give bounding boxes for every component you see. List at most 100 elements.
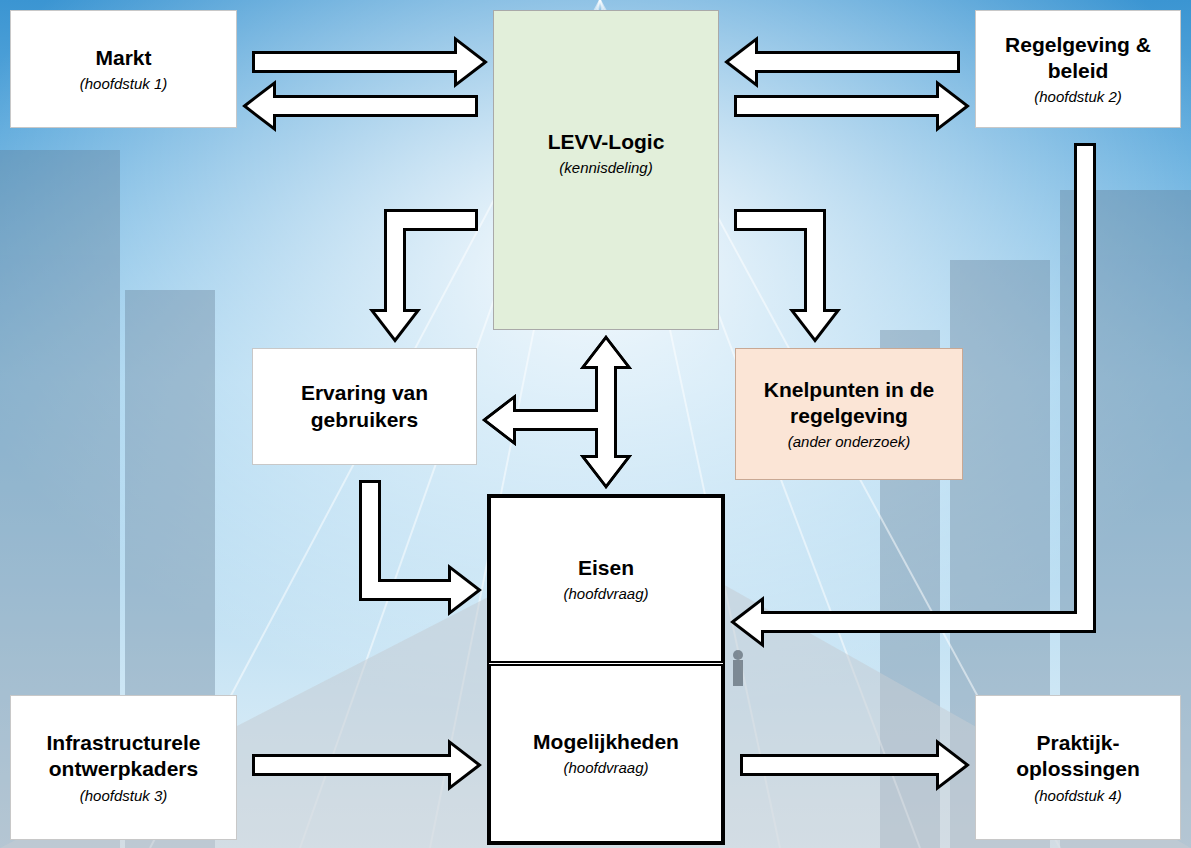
node-subtitle: (hoofdvraag) xyxy=(499,758,713,778)
arrowhead-fill xyxy=(586,458,626,484)
arrow-shaft-outline xyxy=(395,220,478,312)
arrowhead-outline xyxy=(939,745,965,785)
node-subtitle: (hoofdstuk 3) xyxy=(19,786,228,806)
arrowhead-outline xyxy=(586,458,626,484)
node-title: Eisen xyxy=(499,555,713,581)
arrow-shaft-fill xyxy=(737,98,943,114)
arrowhead-fill xyxy=(451,745,477,785)
node-title: Mogelijkheden xyxy=(499,729,713,755)
arrow-shaft-fill xyxy=(509,362,606,420)
hollow-arrow-fill xyxy=(735,146,1085,642)
walker-body xyxy=(733,660,743,686)
hollow-arrow-fill xyxy=(255,745,477,785)
hollow-arrow xyxy=(252,42,483,82)
hollow-arrow-fill xyxy=(487,400,626,484)
node-subtitle: (hoofdstuk 1) xyxy=(19,74,228,94)
node-title: LEVV-Logic xyxy=(502,129,710,155)
process-box: Regelgeving & beleid(hoofdstuk 2) xyxy=(975,10,1181,128)
arrow-shaft-outline xyxy=(370,480,451,590)
arrowhead-outline xyxy=(375,312,415,338)
arrowhead-fill xyxy=(795,312,835,338)
node-title: Regelgeving & beleid xyxy=(984,32,1172,85)
hollow-arrow xyxy=(729,42,960,82)
arrowhead-outline xyxy=(487,400,513,440)
arrowhead-outline xyxy=(939,86,965,126)
node-title: Praktijk- oplossingen xyxy=(984,730,1172,783)
node-title: Infrastructurele ontwerpkaders xyxy=(19,730,228,783)
process-box: Eisen (hoofdvraag) xyxy=(487,494,725,666)
arrow-shaft-fill xyxy=(751,54,957,70)
arrowhead-outline xyxy=(586,458,626,484)
node-title: Markt xyxy=(19,45,228,71)
hollow-arrow-fill xyxy=(255,42,483,82)
node-subtitle: (hoofdvraag) xyxy=(499,584,713,604)
process-box: Praktijk- oplossingen (hoofdstuk 4) xyxy=(975,695,1181,840)
hollow-arrow xyxy=(735,143,1085,642)
arrow-shaft-fill xyxy=(743,757,943,773)
arrowhead-fill xyxy=(939,86,965,126)
hollow-arrow xyxy=(734,86,965,126)
arrowhead-fill xyxy=(735,602,761,642)
hollow-arrow xyxy=(247,86,478,126)
hollow-arrow-fill xyxy=(375,220,475,338)
node-title: Ervaring van gebruikers xyxy=(261,380,468,433)
hollow-arrow xyxy=(252,745,477,785)
hollow-arrow-fill xyxy=(737,86,965,126)
arrowhead-outline xyxy=(729,42,755,82)
arrowhead-fill xyxy=(247,86,273,126)
arrowhead-fill xyxy=(451,570,477,610)
process-box: Mogelijkheden (hoofdvraag) xyxy=(487,666,725,845)
arrowhead-outline xyxy=(586,340,626,366)
node-subtitle: (hoofdstuk 2) xyxy=(984,87,1172,107)
hollow-arrow-fill xyxy=(247,86,475,126)
arrow-shaft-fill xyxy=(269,98,475,114)
arrow-shaft-fill xyxy=(395,220,475,316)
walker xyxy=(733,650,743,686)
hollow-arrow xyxy=(740,745,965,785)
walker-head xyxy=(733,650,743,660)
process-box: Infrastructurele ontwerpkaders (hoofdstuk… xyxy=(10,695,237,840)
arrowhead-fill xyxy=(487,400,513,440)
process-box: Markt (hoofdstuk 1) xyxy=(10,10,237,128)
hollow-arrow-fill xyxy=(737,220,835,338)
node-title: Knelpunten in de regelgeving xyxy=(744,377,954,430)
arrowhead-outline xyxy=(487,400,513,440)
arrowhead-fill xyxy=(375,312,415,338)
arrowhead-fill xyxy=(729,42,755,82)
arrow-shaft-fill xyxy=(737,220,815,316)
arrowhead-fill xyxy=(586,340,626,366)
arrowhead-outline xyxy=(735,602,761,642)
node-subtitle: (hoofdstuk 4) xyxy=(984,786,1172,806)
arrowhead-fill xyxy=(586,340,626,366)
arrow-shaft-fill xyxy=(370,483,455,590)
arrowhead-fill xyxy=(939,745,965,785)
node-subtitle: (ander onderzoek) xyxy=(744,432,954,452)
hollow-arrow xyxy=(734,220,835,338)
hollow-arrow xyxy=(370,480,477,610)
process-box: Ervaring van gebruikers xyxy=(252,348,477,465)
hollow-arrow xyxy=(375,220,478,338)
arrowhead-outline xyxy=(451,745,477,785)
arrowhead-outline xyxy=(795,312,835,338)
hollow-arrow xyxy=(487,400,626,484)
arrowhead-outline xyxy=(451,570,477,610)
process-box: LEVV-Logic (kennisdeling) xyxy=(493,10,719,330)
hollow-arrow-fill xyxy=(729,42,957,82)
arrowhead-outline xyxy=(247,86,273,126)
arrowhead-fill xyxy=(586,458,626,484)
arrow-shaft-fill xyxy=(509,420,606,462)
arrow-shaft-outline xyxy=(734,220,815,312)
hollow-arrow-fill xyxy=(370,483,477,610)
arrowhead-outline xyxy=(586,340,626,366)
arrowhead-outline xyxy=(457,42,483,82)
arrow-shaft-fill xyxy=(255,54,461,70)
arrowhead-fill xyxy=(487,400,513,440)
arrow-shaft-fill xyxy=(255,757,455,773)
node-subtitle: (kennisdeling) xyxy=(502,158,710,178)
arrowhead-fill xyxy=(457,42,483,82)
hollow-arrow-fill xyxy=(743,745,965,785)
